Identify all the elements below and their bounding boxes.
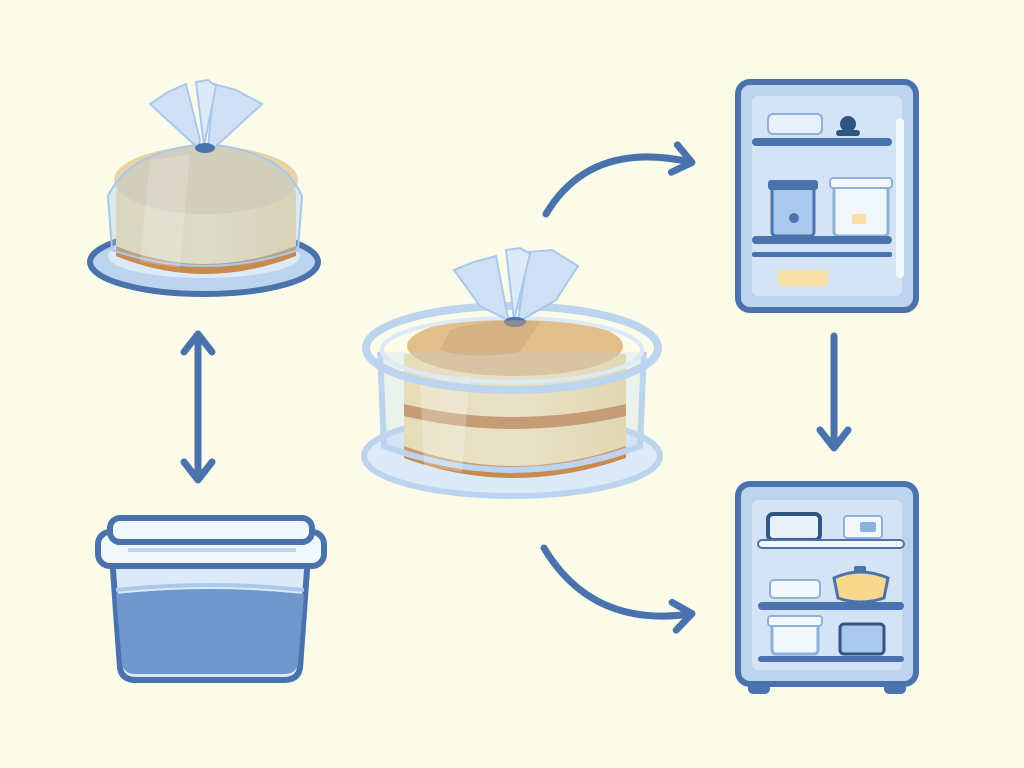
refrigerator-icon: [735, 481, 919, 694]
cake-under-dome-cover-icon: [361, 246, 663, 499]
wrapped-cake-on-plate-icon: [87, 78, 321, 297]
curved-arrow-to-freezer: [542, 141, 696, 218]
curved-arrow-to-refrigerator: [540, 544, 696, 634]
plastic-storage-container-icon: [95, 515, 327, 683]
freezer-icon: [735, 79, 919, 313]
